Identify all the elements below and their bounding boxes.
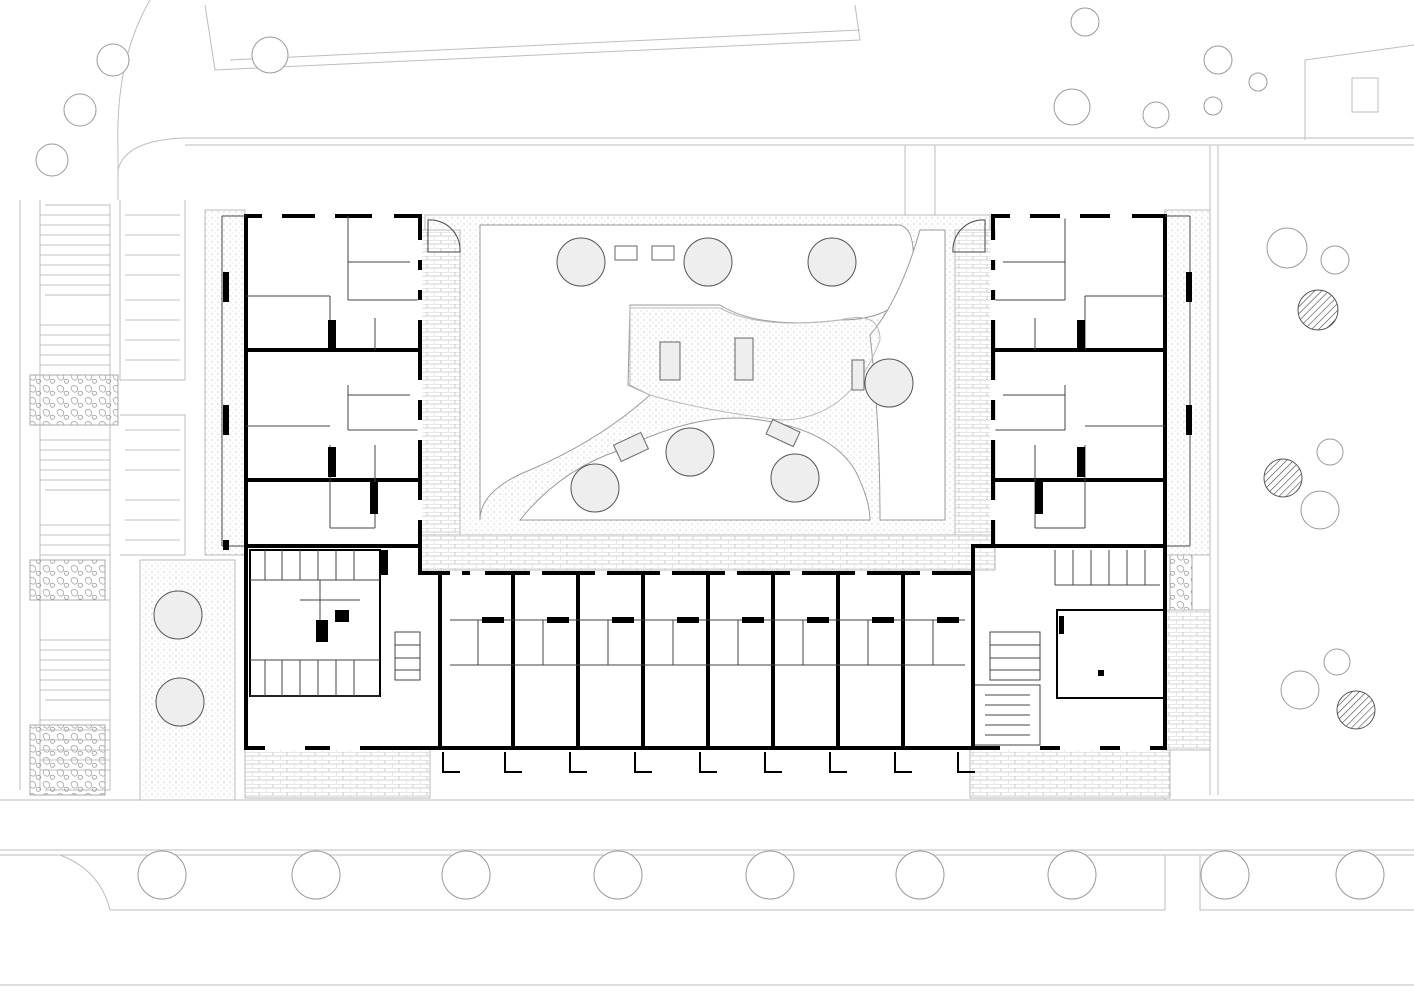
perimeter-path-left — [204, 209, 246, 556]
parking-stalls — [40, 214, 180, 771]
brick-front-left — [244, 747, 431, 799]
west-wing — [221, 214, 422, 550]
site-trees — [35, 7, 1376, 730]
south-wing — [244, 544, 1167, 773]
brick-strip-right — [954, 229, 996, 566]
stair-west — [427, 219, 461, 253]
street-trees — [137, 850, 1385, 900]
central-plaza — [629, 307, 881, 421]
east-wing — [991, 214, 1192, 548]
brick-strip-bottom — [419, 534, 996, 571]
gabion-wall-left — [29, 374, 119, 426]
brick-strip-left — [419, 229, 461, 566]
gabion-wall-right — [1169, 554, 1193, 611]
facade-openings — [262, 213, 1150, 751]
brick-front-right — [969, 747, 1171, 799]
gabion-wall-left-2 — [29, 559, 106, 601]
brick-east-plaza — [1164, 609, 1211, 751]
stair-east — [952, 219, 986, 253]
courtyard-features — [153, 237, 914, 727]
perimeter-path-right — [1164, 209, 1211, 556]
